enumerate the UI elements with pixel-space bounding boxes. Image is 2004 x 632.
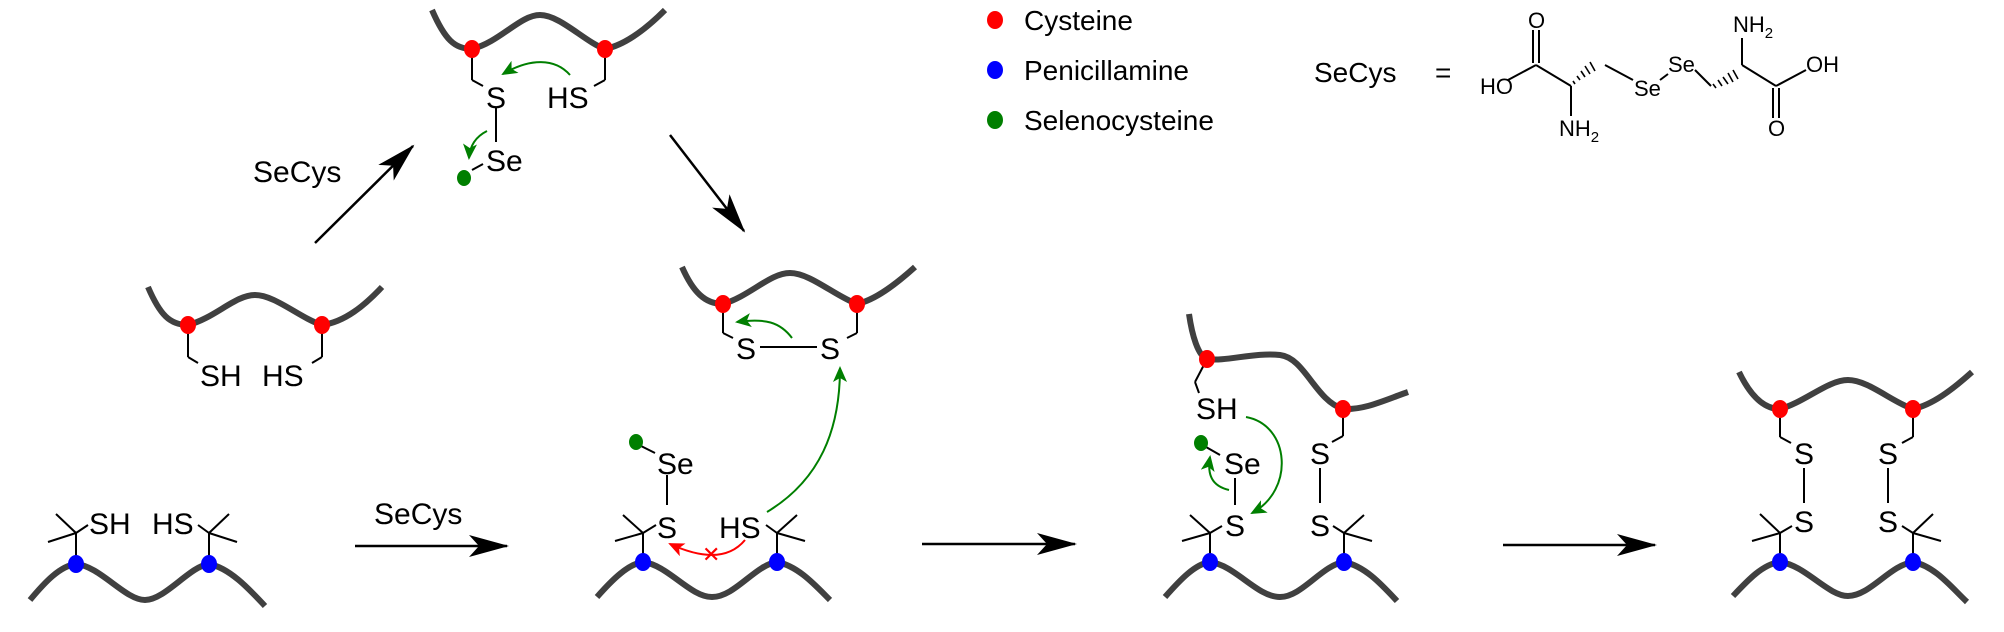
reaction-arrow-down-icon	[669, 134, 746, 233]
cysteine-residue-dot	[180, 316, 196, 334]
secys-definition: SeCys =	[1314, 8, 1839, 146]
panel-final-product: S S S S	[1730, 369, 1975, 605]
amine-label: NH2	[1559, 116, 1599, 146]
sulfur-label: S	[736, 333, 756, 366]
carbonyl-oxygen-label: O	[1768, 116, 1785, 141]
reagent-label: SeCys	[253, 156, 341, 189]
selenocystine-structure: HO O NH2 Se Se NH2 OH O	[1480, 8, 1839, 146]
panel-pen-start: SH HS	[27, 508, 268, 609]
penicillamine-residue-dot	[68, 555, 84, 573]
carbonyl-oxygen-label: O	[1528, 8, 1545, 33]
electron-push-arrow-icon	[1245, 416, 1283, 514]
thiol-label: SH	[89, 508, 131, 541]
thiol-label: HS	[152, 508, 194, 541]
blocked-cross-icon: ✕	[702, 542, 720, 567]
cysteine-residue-dot	[715, 295, 731, 313]
panel-pen-intermediate: Se S HS ✕	[594, 366, 847, 603]
sulfur-label: S	[1310, 438, 1330, 471]
reaction-arrow-up: SeCys	[253, 144, 415, 244]
electron-push-arrow-icon	[501, 60, 571, 76]
peptide-chain	[27, 560, 268, 609]
selenium-label: Se	[1668, 52, 1695, 77]
selenium-label: Se	[1634, 76, 1661, 101]
equals-sign: =	[1435, 57, 1451, 88]
selenium-label: Se	[486, 145, 523, 178]
peptide-chain	[679, 264, 918, 308]
legend-label: Cysteine	[1024, 5, 1133, 36]
penicillamine-residue-dot	[1772, 553, 1788, 571]
cysteine-residue-dot	[464, 40, 480, 58]
secys-name: SeCys	[1314, 57, 1396, 88]
penicillamine-residue-dot	[769, 553, 785, 571]
legend: Cysteine Penicillamine Selenocysteine	[987, 5, 1214, 136]
electron-push-arrow-icon	[1200, 455, 1230, 491]
thiol-label: SH	[1196, 393, 1238, 426]
penicillamine-residue-dot	[201, 555, 217, 573]
legend-label: Selenocysteine	[1024, 105, 1214, 136]
peptide-chain	[145, 284, 385, 329]
panel-cys-intermediate: S HS Se	[429, 7, 668, 186]
selenium-label: Se	[657, 448, 694, 481]
electron-push-arrow-icon	[463, 130, 488, 160]
peptide-chain	[429, 7, 668, 53]
sulfur-label: S	[1878, 438, 1898, 471]
legend-item-selenocysteine: Selenocysteine	[987, 105, 1214, 136]
penicillamine-residue-dot	[1202, 553, 1218, 571]
reaction-arrow-secys: SeCys	[355, 498, 509, 557]
penicillamine-residue-dot	[1905, 553, 1921, 571]
pen-peptide-chain	[1730, 558, 1970, 605]
cysteine-residue-dot	[1905, 400, 1921, 418]
panel-cys-disulfide: S S	[679, 264, 918, 366]
reagent-label: SeCys	[374, 498, 462, 531]
cysteine-residue-dot	[849, 295, 865, 313]
thiol-label: HS	[719, 512, 761, 545]
sulfur-label: S	[486, 82, 506, 115]
legend-item-cysteine: Cysteine	[987, 5, 1133, 36]
sulfur-label: S	[820, 333, 840, 366]
electron-push-arrow-icon	[766, 366, 847, 513]
peptide-chain	[594, 558, 833, 603]
sulfur-label: S	[1794, 438, 1814, 471]
legend-item-penicillamine: Penicillamine	[987, 55, 1189, 86]
selenocysteine-dot-icon	[987, 111, 1003, 129]
selenocysteine-residue-dot	[457, 170, 471, 186]
selenium-label: Se	[1224, 448, 1261, 481]
sulfur-label: S	[1225, 510, 1245, 543]
sulfur-label: S	[657, 512, 677, 545]
selenocysteine-residue-dot	[1194, 435, 1208, 451]
cysteine-residue-dot	[314, 316, 330, 334]
cysteine-residue-dot	[1335, 400, 1351, 418]
hydroxyl-label: HO	[1480, 74, 1513, 99]
cysteine-residue-dot	[1199, 350, 1215, 368]
panel-mixed-intermediate: SH Se S S S	[1162, 313, 1409, 604]
thiol-label: SH	[200, 360, 242, 393]
cysteine-dot-icon	[987, 11, 1003, 29]
blocked-attack-arrow-icon	[668, 539, 746, 557]
pen-peptide-chain	[1162, 558, 1400, 604]
selenocysteine-residue-dot	[629, 434, 643, 450]
thiol-label: HS	[262, 360, 304, 393]
electron-push-arrow-icon	[735, 313, 793, 339]
hydroxyl-label: OH	[1806, 52, 1839, 77]
sulfur-label: S	[1878, 506, 1898, 539]
penicillamine-dot-icon	[987, 61, 1003, 79]
sulfur-label: S	[1794, 506, 1814, 539]
cysteine-residue-dot	[597, 40, 613, 58]
panel-cys-start: SH HS	[145, 284, 385, 393]
penicillamine-residue-dot	[635, 553, 651, 571]
thiol-label: HS	[547, 82, 589, 115]
cys-peptide-chain	[1736, 369, 1975, 413]
sulfur-label: S	[1310, 510, 1330, 543]
cysteine-residue-dot	[1772, 400, 1788, 418]
legend-label: Penicillamine	[1024, 55, 1189, 86]
arrow-icon	[314, 144, 415, 244]
penicillamine-residue-dot	[1336, 553, 1352, 571]
amine-label: NH2	[1733, 12, 1773, 42]
